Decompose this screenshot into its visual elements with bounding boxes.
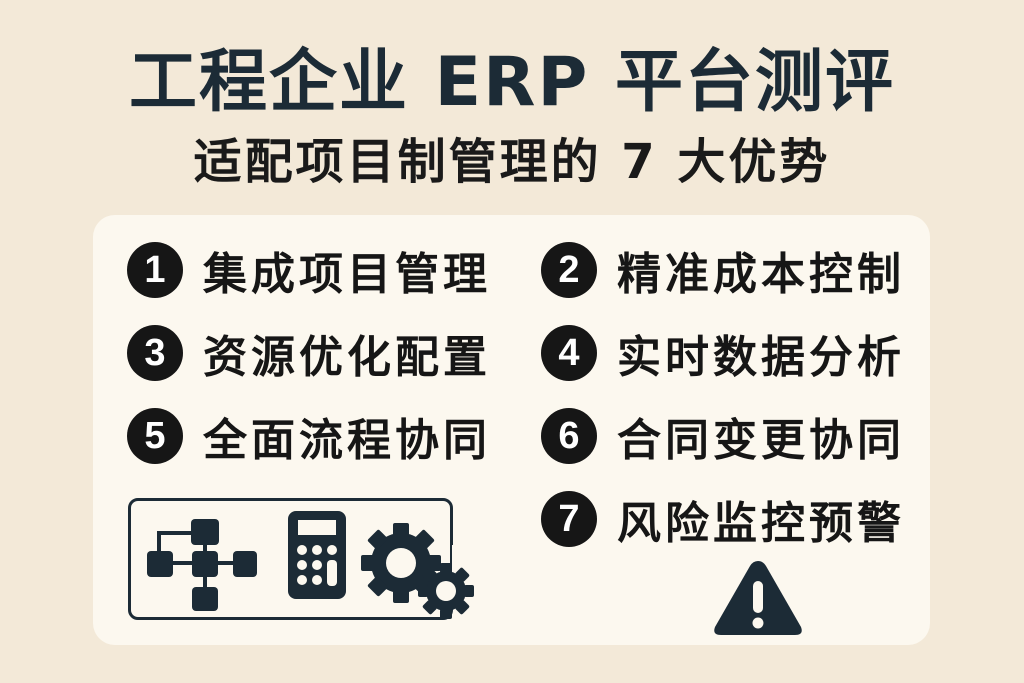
advantage-label: 精准成本控制: [617, 249, 905, 300]
page-subtitle: 适配项目制管理的 7 大优势: [193, 134, 831, 190]
number-badge: 3: [127, 325, 183, 381]
flowchart-icon: [147, 519, 257, 611]
advantage-label: 全面流程协同: [203, 415, 491, 466]
advantage-label: 合同变更协同: [617, 415, 905, 466]
advantage-label: 实时数据分析: [617, 332, 905, 383]
advantage-item-2: 2 精准成本控制: [541, 240, 905, 300]
advantage-label: 风险监控预警: [617, 498, 905, 549]
advantage-item-6: 6 合同变更协同: [541, 406, 905, 466]
number-badge: 7: [541, 491, 597, 547]
number-badge: 1: [127, 242, 183, 298]
number-badge: 5: [127, 408, 183, 464]
gears-icon: [361, 523, 474, 619]
page-title: 工程企业 ERP 平台测评: [129, 43, 895, 122]
icon-panel: [128, 498, 453, 620]
advantage-item-5: 5 全面流程协同: [127, 406, 491, 466]
number-badge: 2: [541, 242, 597, 298]
number-badge: 4: [541, 325, 597, 381]
advantage-item-1: 1 集成项目管理: [127, 240, 491, 300]
calculator-icon: [288, 511, 346, 599]
warning-icon: [714, 561, 802, 635]
advantage-label: 资源优化配置: [203, 332, 491, 383]
advantage-label: 集成项目管理: [203, 249, 491, 300]
advantage-item-3: 3 资源优化配置: [127, 323, 491, 383]
advantage-item-7: 7 风险监控预警: [541, 489, 905, 549]
number-badge: 6: [541, 408, 597, 464]
advantage-item-4: 4 实时数据分析: [541, 323, 905, 383]
advantages-card: 1 集成项目管理 3 资源优化配置 5 全面流程协同 2 精准成本控制 4 实时…: [93, 215, 930, 645]
